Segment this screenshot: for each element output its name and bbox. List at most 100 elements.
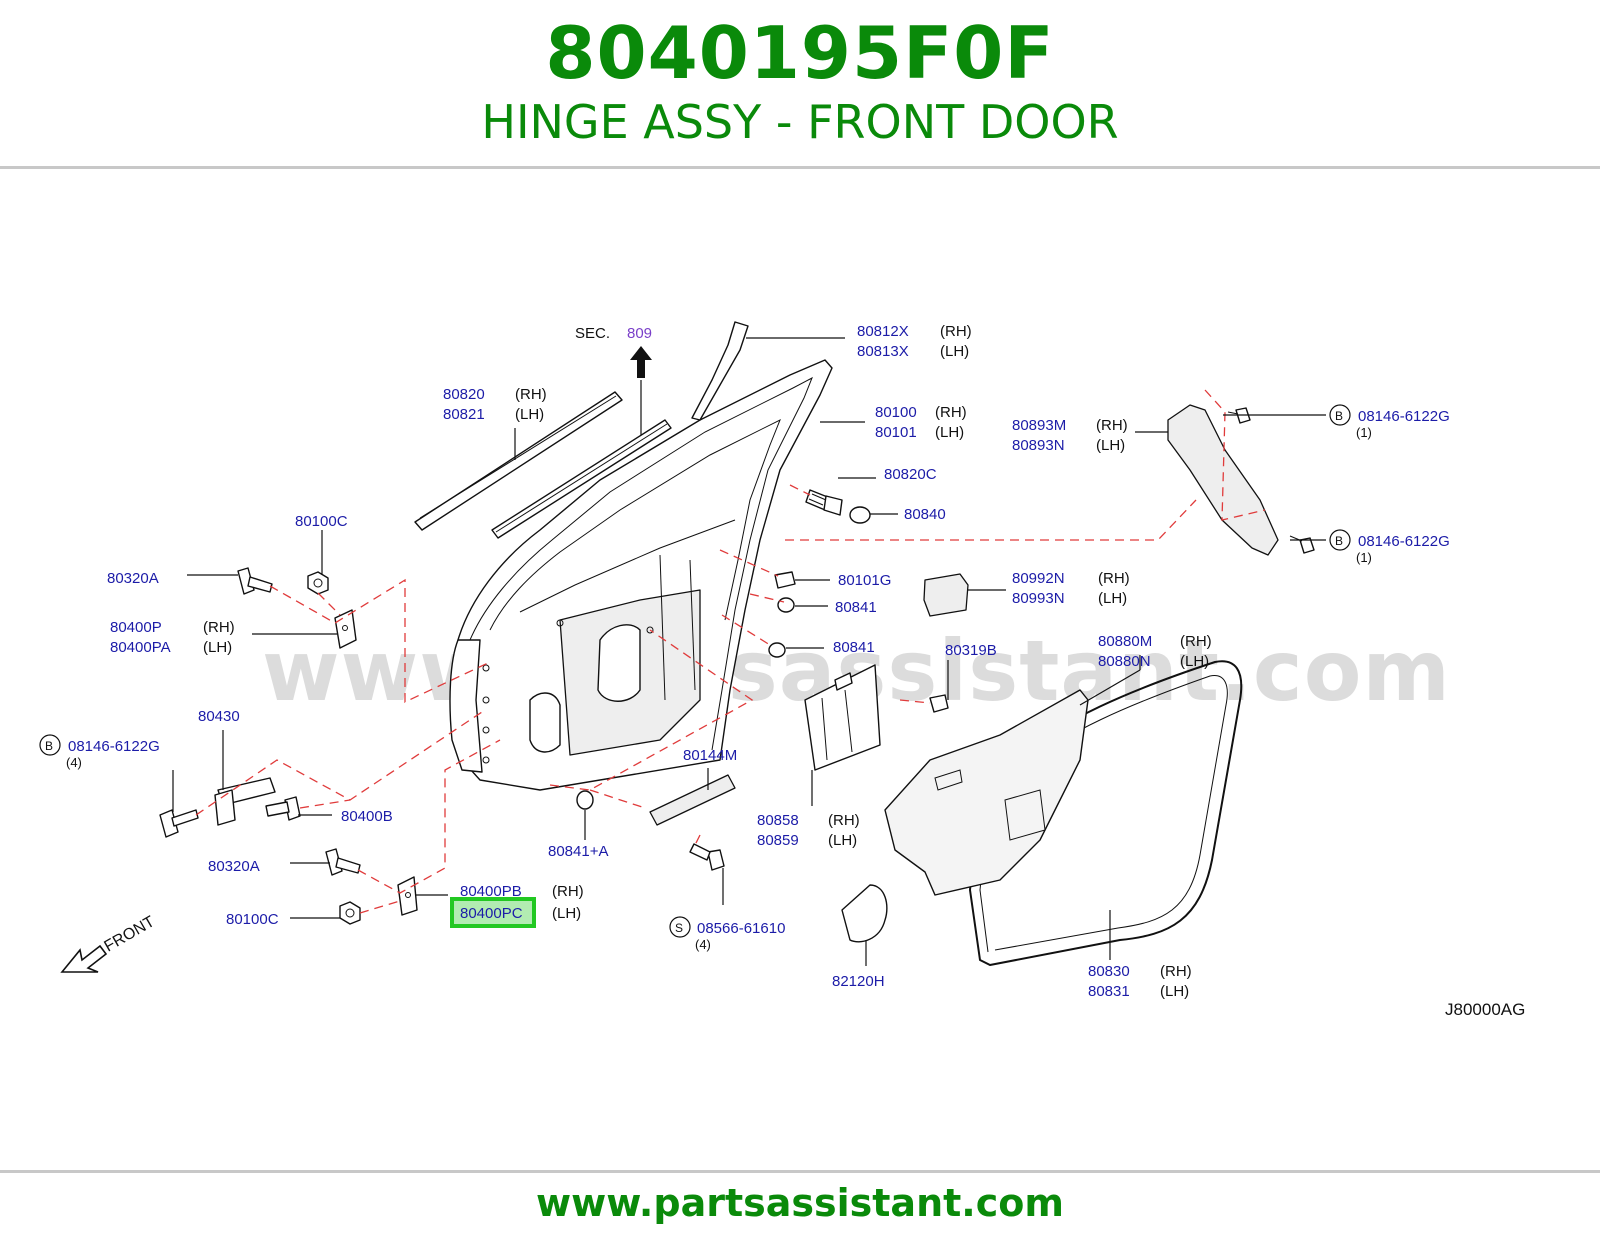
assembly-dashed-lines <box>195 389 1266 914</box>
callout-80841a[interactable]: 80841+A <box>548 843 608 860</box>
clip-80101g-drawing <box>774 571 796 589</box>
callout-80100c-upper[interactable]: 80100C <box>295 513 348 530</box>
nut-80100c-lower-drawing <box>339 901 361 925</box>
callout-b-letter-upper: B <box>1335 409 1343 423</box>
bolt-80320a-lower-drawing <box>325 848 361 876</box>
part-description: HINGE ASSY - FRONT DOOR <box>481 95 1119 149</box>
sec-arrow <box>630 346 652 378</box>
callout-80858[interactable]: 80858 <box>757 812 799 829</box>
plug-80840-drawing <box>849 506 871 524</box>
callout-80831[interactable]: 80831 <box>1088 983 1130 1000</box>
sec-label: SEC. <box>575 325 610 342</box>
clip-80319b-drawing <box>929 694 949 713</box>
callout-80400p[interactable]: 80400P <box>110 619 162 636</box>
callout-80430[interactable]: 80430 <box>198 708 240 725</box>
diagram-code: J80000AG <box>1445 1000 1525 1019</box>
callout-b-circle-upper <box>1329 404 1351 426</box>
callout-08566[interactable]: 08566-61610 <box>697 920 785 937</box>
lower-hinge-drawing <box>397 876 418 916</box>
callout-80893n-side: (LH) <box>1096 437 1125 454</box>
callout-08146-lower[interactable]: 08146-6122G <box>1358 533 1450 550</box>
upper-hinge-drawing <box>334 609 357 649</box>
callout-08146-lower-qty: (1) <box>1356 550 1372 565</box>
rail-80144m-drawing <box>649 774 736 826</box>
callout-80992n[interactable]: 80992N <box>1012 570 1065 587</box>
plug-80841-drawing <box>777 597 795 613</box>
callout-08146-left[interactable]: 08146-6122G <box>68 738 160 755</box>
callout-b-circle-lower <box>1329 529 1351 551</box>
callout-80400pc[interactable]: 80400PC <box>460 905 523 922</box>
bolt-80400b-drawing <box>265 796 301 821</box>
callout-80319b[interactable]: 80319B <box>945 642 997 659</box>
callout-80993n-side: (LH) <box>1098 590 1127 607</box>
callout-80893m[interactable]: 80893M <box>1012 417 1066 434</box>
callout-80893m-side: (RH) <box>1096 417 1128 434</box>
callout-08146-upper[interactable]: 08146-6122G <box>1358 408 1450 425</box>
callout-80400pa-side: (LH) <box>203 639 232 656</box>
callout-80993n[interactable]: 80993N <box>1012 590 1065 607</box>
callout-80840[interactable]: 80840 <box>904 506 946 523</box>
belt-molding-drawing <box>414 391 672 539</box>
callout-b-letter-lower: B <box>1335 534 1343 548</box>
callout-80101[interactable]: 80101 <box>875 424 917 441</box>
callout-80100-side: (RH) <box>935 404 967 421</box>
callout-80821[interactable]: 80821 <box>443 406 485 423</box>
callout-80101g[interactable]: 80101G <box>838 572 891 589</box>
callout-b-letter-left: B <box>45 739 53 753</box>
front-label: FRONT <box>102 913 158 955</box>
callout-80400pc-side: (LH) <box>552 905 581 922</box>
callout-80400pa[interactable]: 80400PA <box>110 639 171 656</box>
plug-80841a-drawing <box>576 790 594 810</box>
callout-80400pb-side: (RH) <box>552 883 584 900</box>
callout-b-circle-left <box>39 734 61 756</box>
speaker-cover-drawing <box>841 884 888 943</box>
callout-80100[interactable]: 80100 <box>875 404 917 421</box>
callout-80400b[interactable]: 80400B <box>341 808 393 825</box>
part-number-title: 8040195F0F <box>545 11 1055 95</box>
callout-80820[interactable]: 80820 <box>443 386 485 403</box>
door-trim-panel-drawing <box>884 689 1089 896</box>
leader-lines <box>172 337 1326 966</box>
callout-80820c[interactable]: 80820C <box>884 466 937 483</box>
callout-80880n-side: (LH) <box>1180 653 1209 670</box>
callout-80400p-side: (RH) <box>203 619 235 636</box>
callout-80812x[interactable]: 80812X <box>857 323 909 340</box>
callout-80813x[interactable]: 80813X <box>857 343 909 360</box>
callout-08146-upper-qty: (1) <box>1356 425 1372 440</box>
callout-82120h[interactable]: 82120H <box>832 973 885 990</box>
window-regulator-drawing <box>804 664 881 771</box>
callout-80992n-side: (RH) <box>1098 570 1130 587</box>
sash-garnish-drawing <box>691 321 749 421</box>
callout-80320a-lower[interactable]: 80320A <box>208 858 260 875</box>
callout-80813x-side: (LH) <box>940 343 969 360</box>
callout-80841-lower[interactable]: 80841 <box>833 639 875 656</box>
sec-number-link[interactable]: 809 <box>627 325 652 342</box>
door-frame-drawing <box>449 359 833 791</box>
callout-80841-upper[interactable]: 80841 <box>835 599 877 616</box>
screw-bracket-lower-drawing <box>1289 535 1315 554</box>
plug-80841b-drawing <box>768 642 786 658</box>
callout-80144m[interactable]: 80144M <box>683 747 737 764</box>
callout-80820-side: (RH) <box>515 386 547 403</box>
callout-80880m-side: (RH) <box>1180 633 1212 650</box>
callout-80880n[interactable]: 80880N <box>1098 653 1151 670</box>
footer-website-link[interactable]: www.partsassistant.com <box>536 1181 1064 1225</box>
callout-80830-side: (RH) <box>1160 963 1192 980</box>
callout-80859-side: (LH) <box>828 832 857 849</box>
callout-80880m[interactable]: 80880M <box>1098 633 1152 650</box>
callout-80100c-lower[interactable]: 80100C <box>226 911 279 928</box>
callout-80320a-upper[interactable]: 80320A <box>107 570 159 587</box>
selected-part-highlight <box>450 897 536 928</box>
door-check-drawing <box>923 573 969 617</box>
callout-80830[interactable]: 80830 <box>1088 963 1130 980</box>
callout-80893n[interactable]: 80893N <box>1012 437 1065 454</box>
callout-80859[interactable]: 80859 <box>757 832 799 849</box>
footer-divider <box>0 1170 1600 1173</box>
callout-80821-side: (LH) <box>515 406 544 423</box>
callout-80400pb[interactable]: 80400PB <box>460 883 522 900</box>
bolt-08146-drawing <box>159 809 199 838</box>
callout-08566-qty: (4) <box>695 937 711 952</box>
callout-s-circle <box>669 916 691 938</box>
bolt-08566-drawing <box>689 843 725 871</box>
